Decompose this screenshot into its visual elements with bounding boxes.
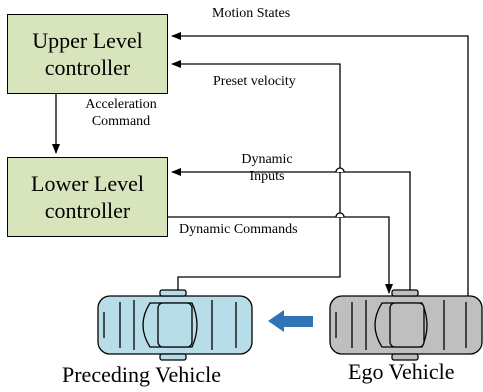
lower-controller-line1: Lower Level <box>31 170 144 196</box>
dynamic-inputs-connector <box>171 168 411 297</box>
dynamic-inputs-line2: Inputs <box>249 168 285 184</box>
acceleration-command-label: Acceleration Command <box>76 97 166 131</box>
crossing-hops <box>335 167 345 218</box>
motion-states-connector <box>171 32 469 297</box>
motion-states-label: Motion States <box>212 6 291 21</box>
ego-vehicle-car <box>329 289 483 361</box>
dynamic-commands-label: Dynamic Commands <box>179 222 298 237</box>
direction-arrow-icon <box>268 310 313 332</box>
upper-level-controller-box: Upper Level controller <box>7 14 168 94</box>
preceding-vehicle-car <box>97 289 253 361</box>
acceleration-label-line2: Command <box>91 113 151 129</box>
upper-controller-line1: Upper Level <box>32 27 143 53</box>
ego-vehicle-caption: Ego Vehicle <box>348 359 455 384</box>
lower-level-controller-box: Lower Level controller <box>7 157 168 237</box>
dynamic-inputs-line1: Dynamic <box>241 152 293 167</box>
preceding-vehicle-caption: Preceding Vehicle <box>62 362 222 387</box>
dynamic-inputs-label: Dynamic Inputs <box>232 152 302 186</box>
preset-velocity-label: Preset velocity <box>213 74 296 89</box>
lower-controller-line2: controller <box>44 198 131 223</box>
dynamic-commands-connector <box>168 216 393 294</box>
acceleration-label-line1: Acceleration <box>85 97 157 112</box>
upper-controller-line2: controller <box>44 55 131 80</box>
preset-velocity-connector <box>171 60 341 297</box>
